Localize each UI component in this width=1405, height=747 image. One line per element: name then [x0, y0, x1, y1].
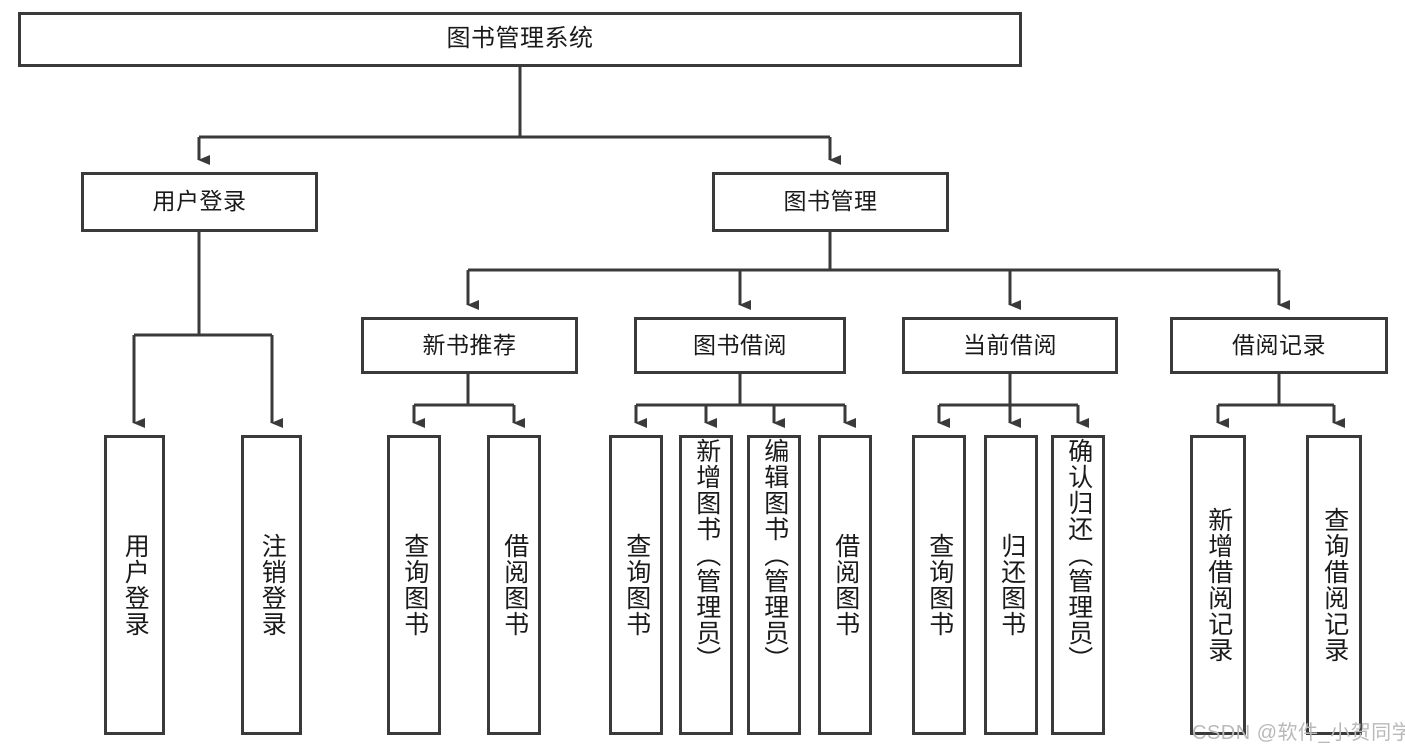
node-leaf-borrow-book-2-label: 借阅图书: [831, 533, 860, 637]
node-current-borrow[interactable]: 当前借阅: [902, 317, 1118, 374]
node-leaf-edit-book[interactable]: 编辑图书（管理员）: [747, 435, 801, 735]
node-root[interactable]: 图书管理系统: [18, 12, 1022, 67]
node-user-login-label: 用户登录: [152, 188, 247, 215]
node-leaf-query-book-1-label: 查询图书: [400, 533, 429, 637]
watermark: CSDN @软件_小贺同学: [1192, 722, 1405, 744]
node-leaf-query-record-label: 查询借阅记录: [1320, 507, 1349, 663]
node-leaf-confirm-return-label: 确认归还（管理员）: [1064, 438, 1093, 672]
node-new-book-recommend-label: 新书推荐: [422, 331, 517, 358]
node-user-login[interactable]: 用户登录: [81, 172, 318, 232]
node-leaf-user-logout-label: 注销登录: [258, 533, 287, 637]
node-leaf-user-login[interactable]: 用户登录: [104, 435, 165, 735]
node-leaf-query-book-2-label: 查询图书: [622, 533, 651, 637]
node-leaf-query-book-1[interactable]: 查询图书: [387, 435, 441, 735]
node-leaf-borrow-book-2[interactable]: 借阅图书: [818, 435, 872, 735]
node-leaf-return-book-label: 归还图书: [997, 533, 1026, 637]
node-leaf-query-book-3-label: 查询图书: [925, 533, 954, 637]
node-book-borrow-label: 图书借阅: [693, 331, 787, 358]
node-leaf-query-book-2[interactable]: 查询图书: [609, 435, 663, 735]
node-leaf-query-book-3[interactable]: 查询图书: [912, 435, 966, 735]
node-book-manage-label: 图书管理: [783, 188, 878, 215]
node-leaf-add-record-label: 新增借阅记录: [1204, 507, 1233, 663]
node-new-book-recommend[interactable]: 新书推荐: [361, 317, 578, 374]
node-leaf-borrow-book-1[interactable]: 借阅图书: [487, 435, 541, 735]
node-root-label: 图书管理系统: [446, 25, 594, 53]
node-leaf-user-logout[interactable]: 注销登录: [241, 435, 302, 735]
node-leaf-edit-book-label: 编辑图书（管理员）: [760, 438, 789, 672]
node-current-borrow-label: 当前借阅: [963, 331, 1057, 358]
node-borrow-record-label: 借阅记录: [1232, 331, 1326, 358]
node-leaf-query-record[interactable]: 查询借阅记录: [1306, 435, 1362, 735]
node-leaf-return-book[interactable]: 归还图书: [984, 435, 1038, 735]
node-leaf-confirm-return[interactable]: 确认归还（管理员）: [1051, 435, 1105, 735]
node-book-borrow[interactable]: 图书借阅: [634, 317, 846, 374]
node-leaf-user-login-label: 用户登录: [121, 533, 150, 637]
node-leaf-add-book[interactable]: 新增图书（管理员）: [679, 435, 733, 735]
node-borrow-record[interactable]: 借阅记录: [1170, 317, 1388, 374]
node-leaf-add-record[interactable]: 新增借阅记录: [1190, 435, 1246, 735]
node-book-manage[interactable]: 图书管理: [712, 172, 949, 232]
node-leaf-add-book-label: 新增图书（管理员）: [692, 438, 721, 672]
node-leaf-borrow-book-1-label: 借阅图书: [500, 533, 529, 637]
